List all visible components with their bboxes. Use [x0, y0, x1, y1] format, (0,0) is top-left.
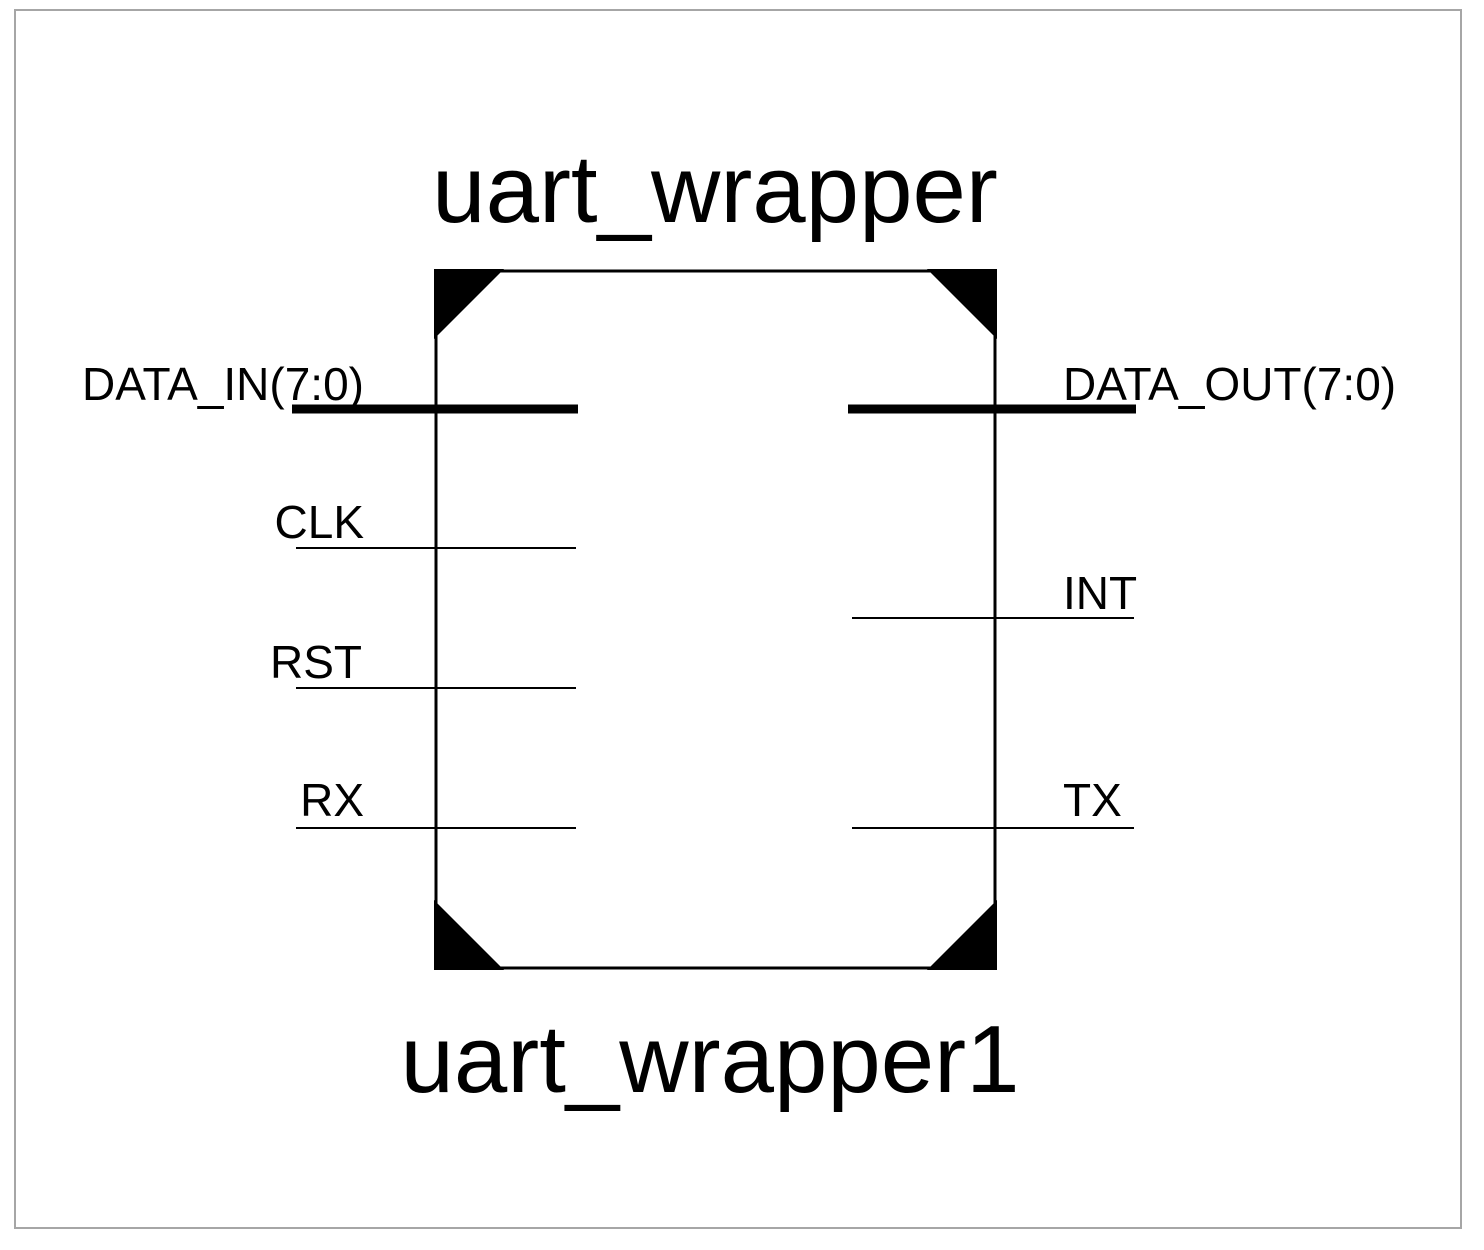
port-label-clk: CLK — [275, 496, 365, 548]
corner-marker-top-right — [927, 269, 997, 339]
corner-marker-bottom-left — [434, 900, 504, 970]
entity-name: uart_wrapper — [432, 136, 998, 243]
component-body — [434, 269, 997, 970]
port-label-data-in: DATA_IN(7:0) — [82, 358, 364, 410]
port-label-rx: RX — [300, 774, 364, 826]
corner-marker-top-left — [434, 269, 504, 339]
port-label-data-out: DATA_OUT(7:0) — [1063, 358, 1396, 410]
port-label-int: INT — [1063, 567, 1137, 619]
corner-marker-bottom-right — [927, 900, 997, 970]
port-label-tx: TX — [1063, 774, 1122, 826]
instance-name: uart_wrapper1 — [400, 1006, 1019, 1113]
diagram-frame — [14, 9, 1462, 1229]
port-label-rst: RST — [270, 636, 362, 688]
